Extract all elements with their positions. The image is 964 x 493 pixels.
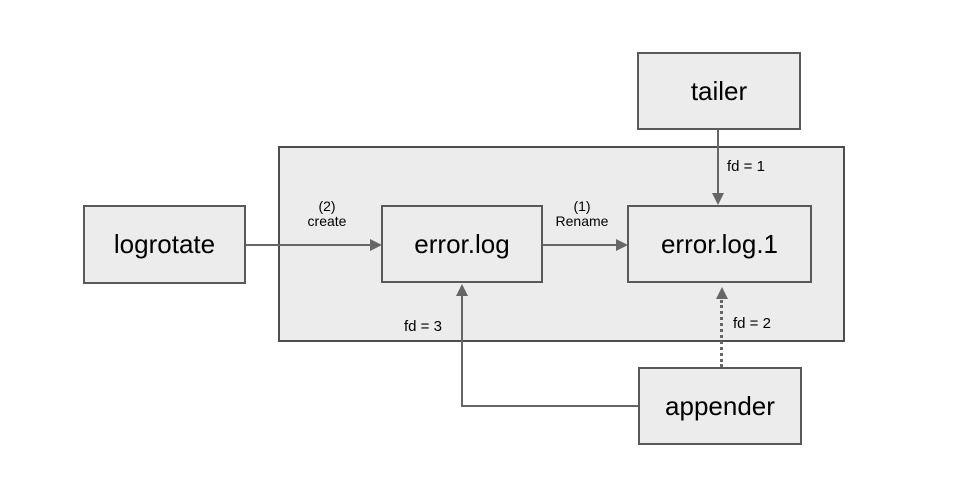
node-label: error.log.1 xyxy=(660,228,779,259)
edge-logrotate-to-errorlog-line xyxy=(246,244,372,246)
node-tailer: tailer xyxy=(637,52,801,130)
node-label: tailer xyxy=(690,75,748,106)
arrowhead-up-icon xyxy=(456,284,468,296)
edge-label-create: (2) create xyxy=(292,199,362,229)
node-label: logrotate xyxy=(113,229,216,259)
edge-tailer-to-errorlog1-line xyxy=(717,130,719,194)
edge-action-text: create xyxy=(307,213,347,229)
arrowhead-right-icon xyxy=(616,239,628,251)
edge-label-fd1: fd = 1 xyxy=(727,158,765,175)
edge-step-number: (1) xyxy=(573,198,591,214)
edge-label-fd2: fd = 2 xyxy=(733,315,771,332)
node-logrotate: logrotate xyxy=(83,205,246,284)
edge-appender-to-errorlog1-dotted-line xyxy=(720,300,723,367)
edge-step-number: (2) xyxy=(318,198,336,214)
node-error-log: error.log xyxy=(381,205,543,283)
edge-label-fd3: fd = 3 xyxy=(404,318,442,335)
arrowhead-up-icon xyxy=(716,287,728,299)
node-appender: appender xyxy=(638,367,802,445)
node-error-log-1: error.log.1 xyxy=(627,205,812,283)
edge-errorlog-to-errorlog1-line xyxy=(543,244,617,246)
edge-appender-to-errorlog-hline xyxy=(461,405,639,407)
edge-appender-to-errorlog-vline xyxy=(461,296,463,407)
node-label: error.log xyxy=(414,228,510,259)
arrowhead-right-icon xyxy=(370,239,382,251)
node-label: appender xyxy=(665,390,775,421)
edge-action-text: Rename xyxy=(555,213,609,229)
arrowhead-down-icon xyxy=(712,193,724,205)
edge-label-rename: (1) Rename xyxy=(547,199,617,229)
